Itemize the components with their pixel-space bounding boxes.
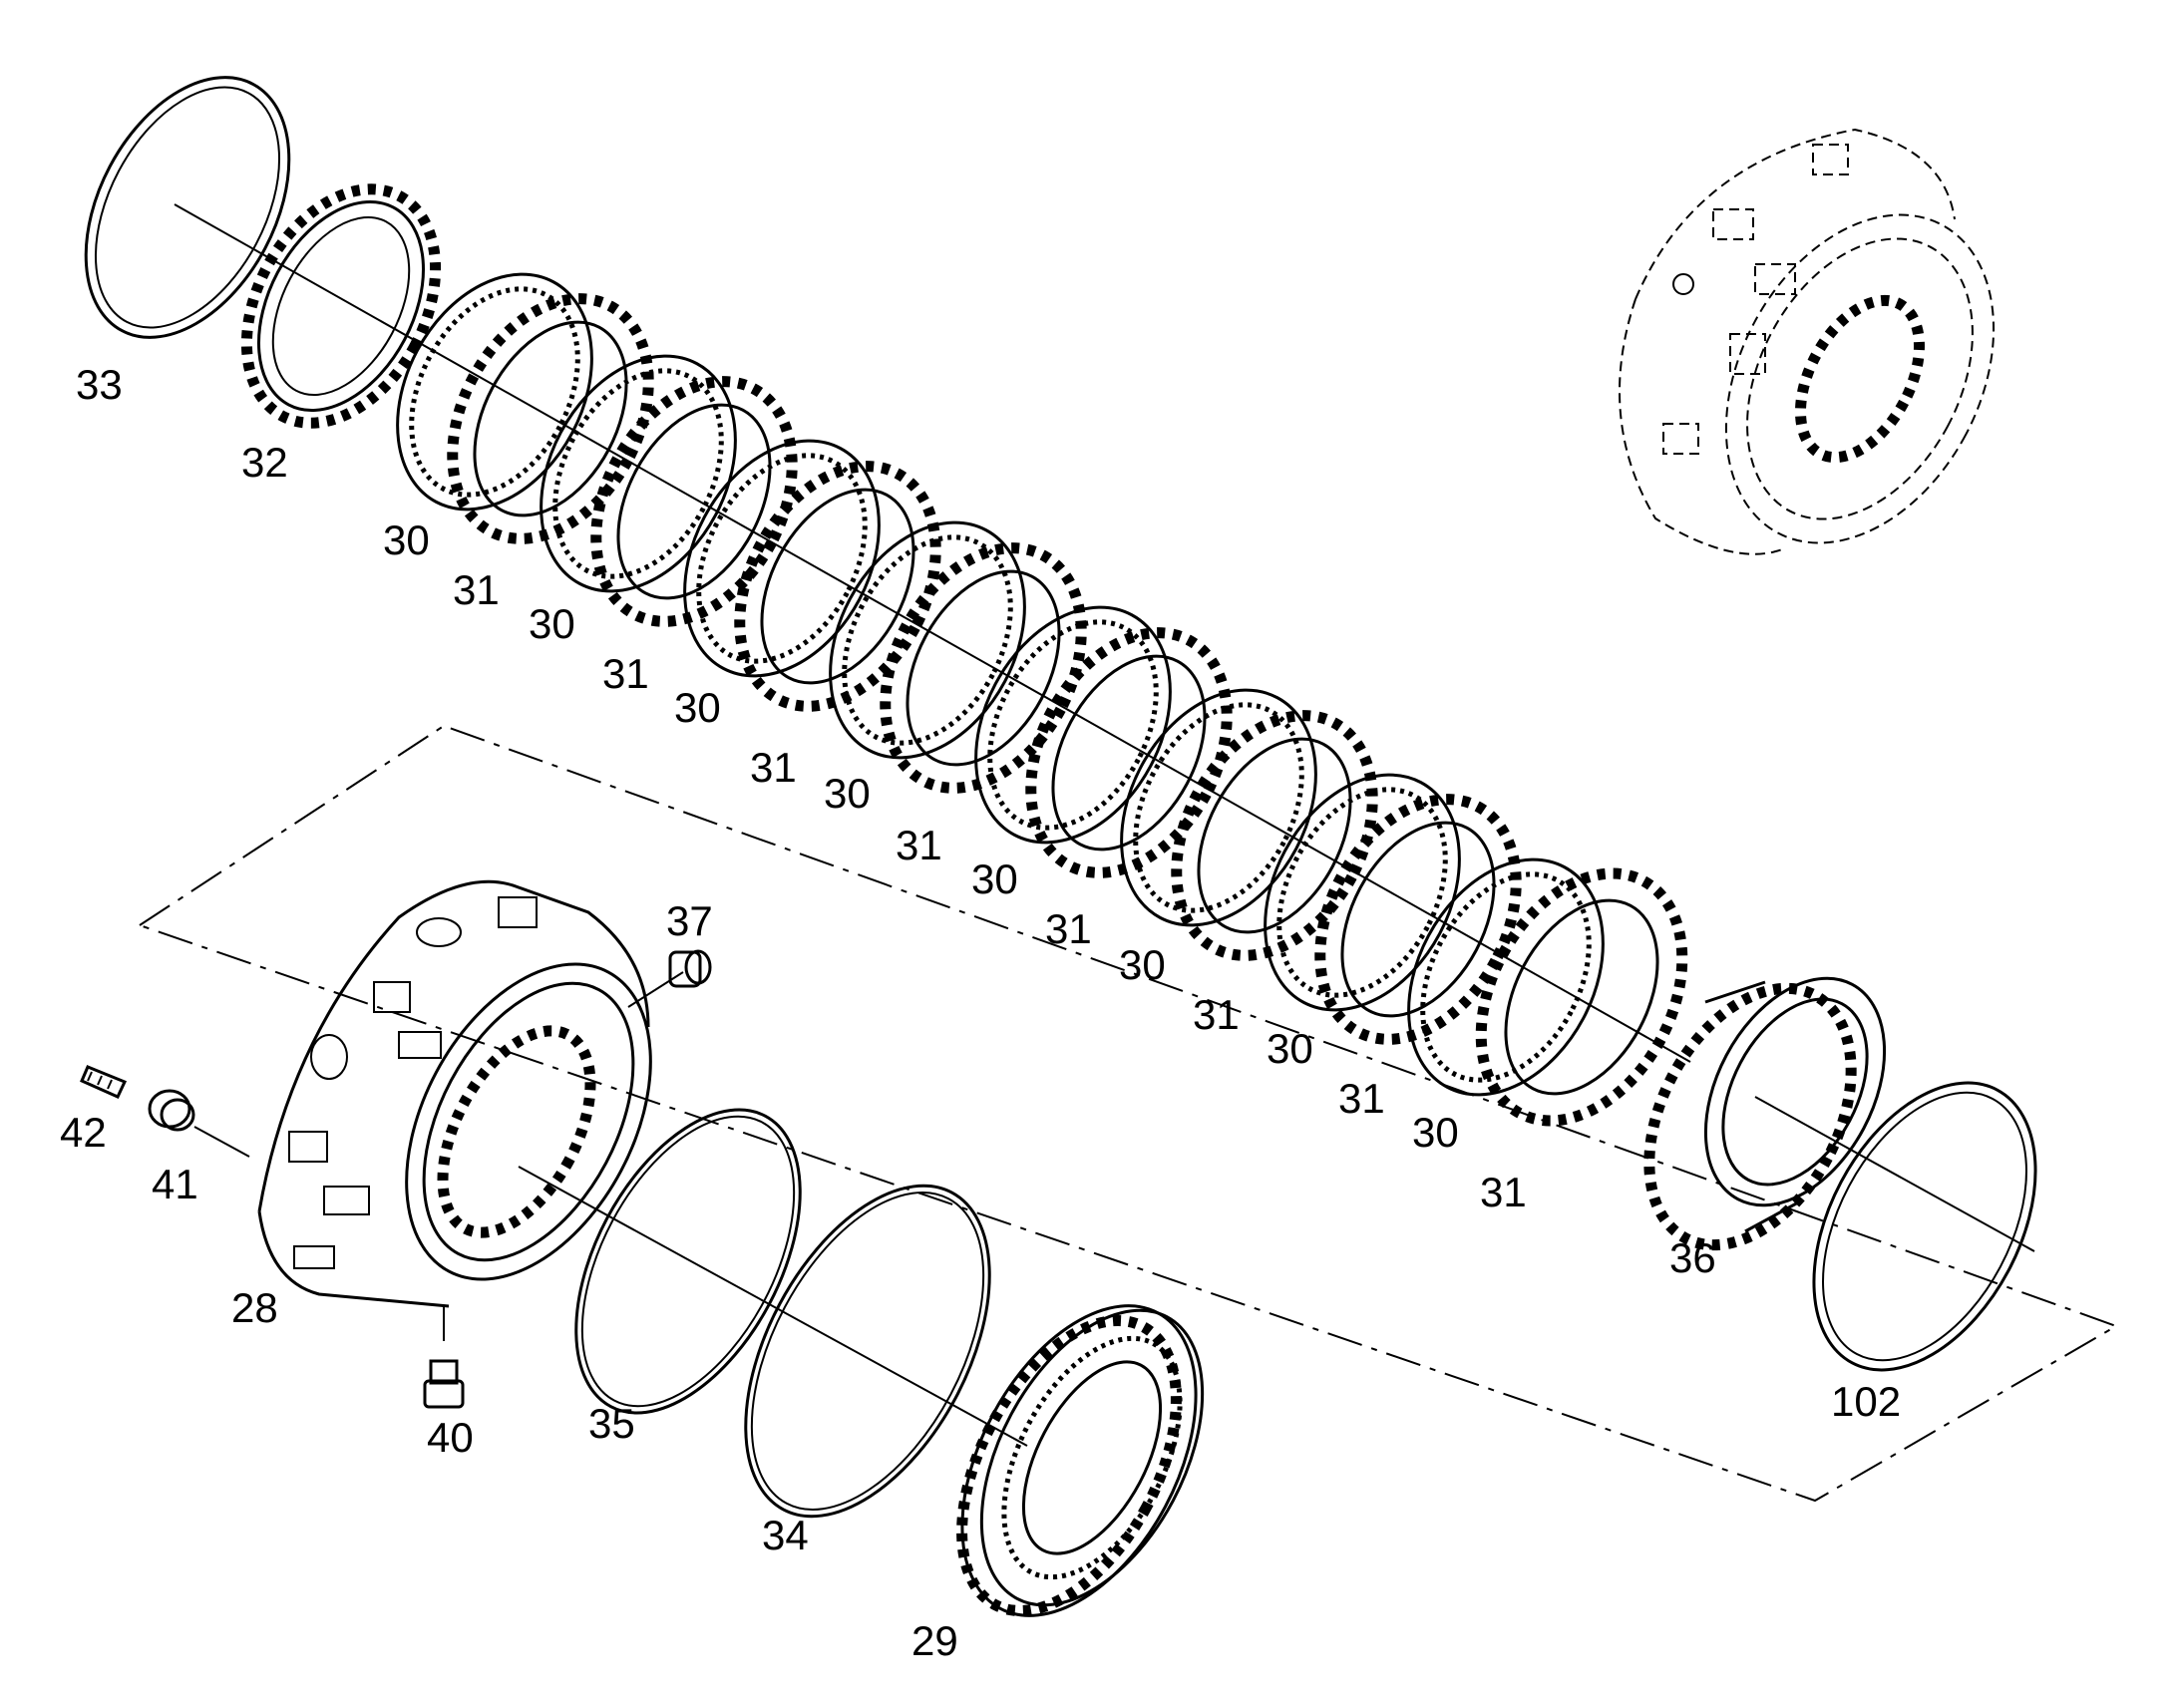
clutch-disc-30-5 — [974, 605, 1172, 845]
clutch-disc-31-4 — [880, 542, 1087, 794]
clutch-disc-30-4 — [829, 520, 1026, 760]
part-29-piston — [956, 1304, 1205, 1617]
callout-30: 30 — [1119, 941, 1166, 988]
callout-31: 31 — [1045, 905, 1092, 952]
callout-41: 41 — [152, 1161, 198, 1207]
callout-29: 29 — [911, 1617, 958, 1664]
part-35-o-ring — [574, 1108, 802, 1415]
assembled-housing-ghost — [1619, 128, 1996, 555]
callout-31: 31 — [896, 822, 942, 868]
axis-line-lower — [518, 1166, 1028, 1447]
part-34-o-ring — [744, 1184, 991, 1519]
callout-31: 31 — [453, 566, 500, 613]
callout-33: 33 — [76, 361, 123, 408]
callout-30: 30 — [971, 855, 1018, 902]
callout-36: 36 — [1669, 1234, 1716, 1281]
part-41-plug — [148, 1089, 195, 1132]
part-40-drain-plug — [423, 1359, 465, 1409]
clutch-disc-30-8 — [1407, 857, 1605, 1097]
clutch-disc-30-6 — [1120, 688, 1317, 927]
clutch-disc-31-6 — [1171, 710, 1378, 961]
clutch-disc-31-5 — [1025, 627, 1233, 878]
callout-35: 35 — [588, 1400, 635, 1447]
leader-41 — [193, 1126, 250, 1158]
callout-30: 30 — [674, 684, 721, 731]
clutch-disc-30-2 — [540, 354, 737, 593]
assembly-boundary-line — [137, 724, 2119, 1503]
axis-line-right — [1754, 1096, 2035, 1252]
callout-40: 40 — [427, 1414, 474, 1461]
leader-37 — [627, 971, 684, 1008]
callout-32: 32 — [241, 439, 288, 486]
part-42-stud — [80, 1065, 128, 1099]
part-37-plug — [668, 949, 712, 988]
clutch-disc-30-3 — [683, 439, 881, 678]
clutch-disc-31-3 — [734, 461, 941, 712]
callout-30: 30 — [383, 516, 430, 563]
callout-31: 31 — [1338, 1075, 1385, 1122]
clutch-disc-31-1 — [447, 293, 654, 544]
part-28-housing — [257, 879, 652, 1308]
callout-31: 31 — [1480, 1169, 1527, 1215]
clutch-disc-30-1 — [396, 272, 593, 512]
clutch-disc-30-7 — [1264, 773, 1461, 1012]
part-102-ring — [1812, 1081, 2037, 1372]
part-33-snap-ring — [84, 76, 291, 339]
clutch-disc-31-8 — [1475, 867, 1688, 1127]
axis-line-upper — [174, 203, 1691, 1063]
part-32-outer-ring — [240, 183, 442, 429]
callout-30: 30 — [1267, 1025, 1313, 1072]
callout-31: 31 — [750, 744, 797, 791]
callout-102: 102 — [1831, 1378, 1901, 1425]
callout-31: 31 — [1193, 991, 1240, 1038]
part-36-splined-hub — [1643, 976, 1887, 1251]
callout-28: 28 — [231, 1284, 278, 1331]
callout-31: 31 — [602, 650, 649, 697]
callout-30: 30 — [824, 770, 871, 817]
callout-34: 34 — [762, 1512, 809, 1558]
callout-37: 37 — [666, 897, 713, 944]
callout-42: 42 — [60, 1109, 107, 1156]
callout-30: 30 — [529, 600, 575, 647]
callout-30: 30 — [1412, 1109, 1459, 1156]
